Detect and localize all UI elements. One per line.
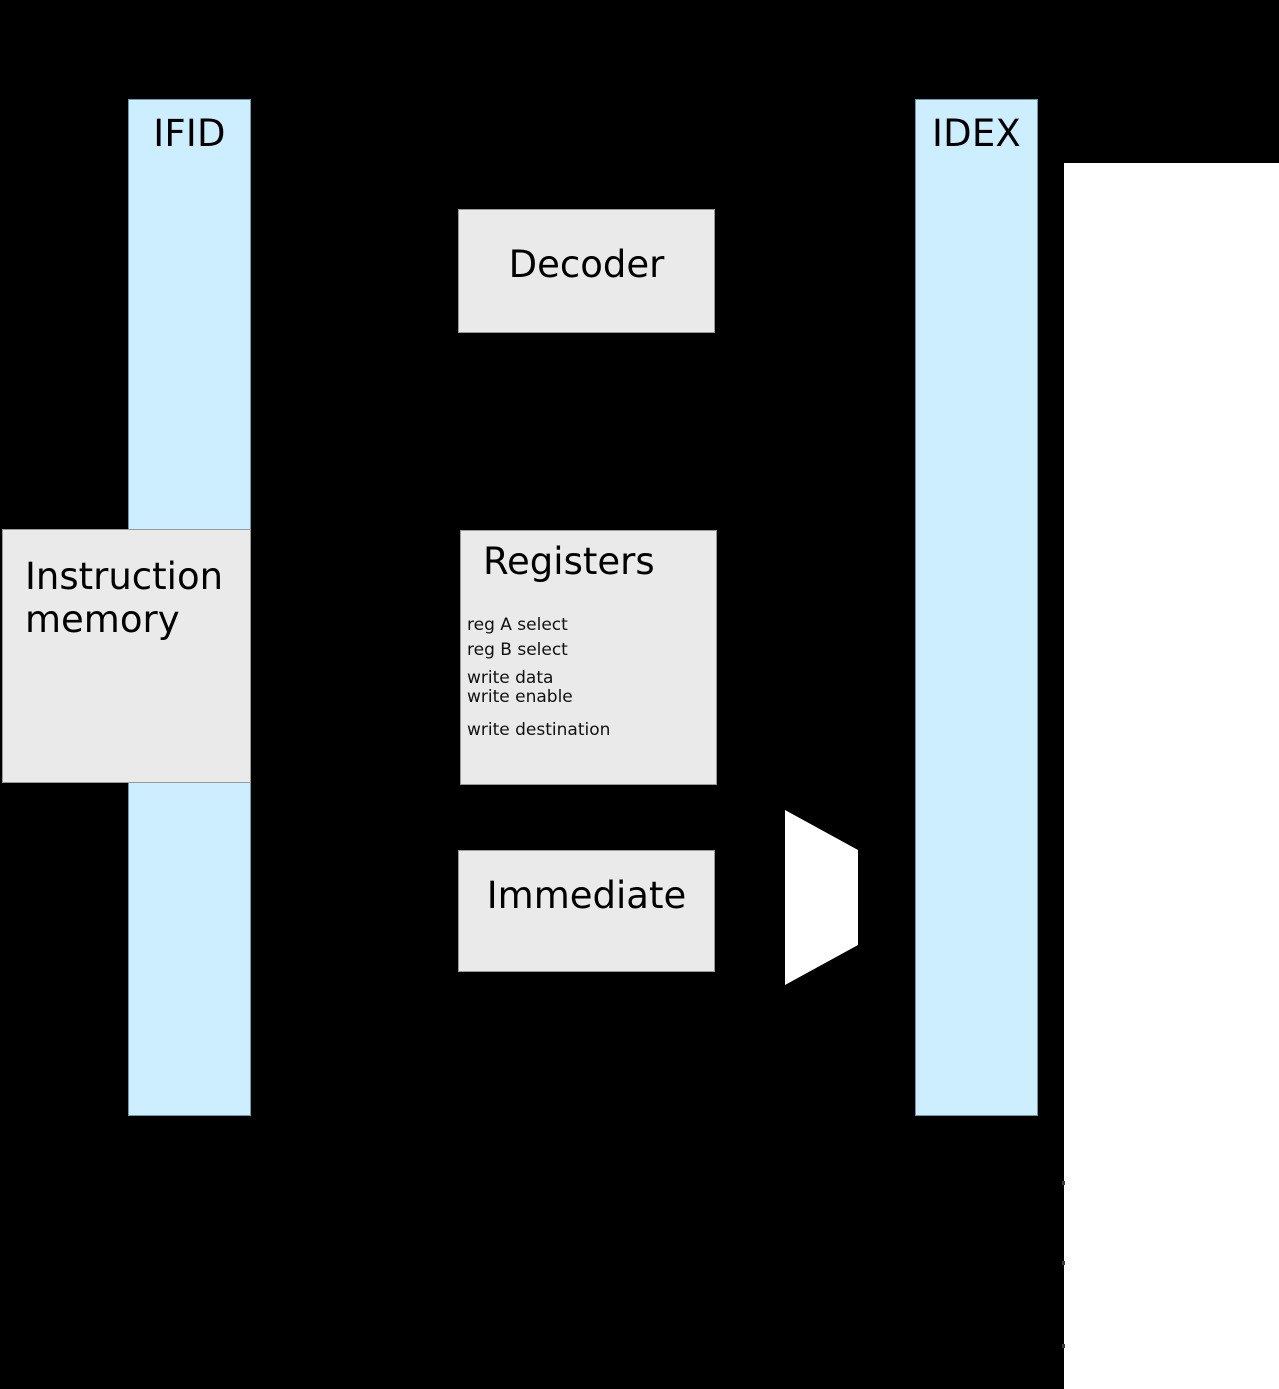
unit-decoder-label: Decoder	[508, 243, 665, 286]
registers-port-write-data: write data	[467, 668, 554, 688]
unit-registers[interactable]: Registers	[460, 530, 717, 785]
panel-edge-tick-1	[1062, 1181, 1065, 1185]
unit-instruction-memory-label: Instruction memory	[25, 555, 224, 641]
registers-port-reg-b-select: reg B select	[467, 640, 568, 660]
pipeline-register-idex[interactable]: IDEX	[915, 99, 1038, 1116]
unit-registers-label: Registers	[483, 540, 655, 583]
unit-immediate[interactable]: Immediate	[458, 850, 715, 972]
multiplexer-shape	[785, 810, 858, 985]
registers-port-reg-a-select: reg A select	[467, 615, 568, 635]
unit-decoder[interactable]: Decoder	[458, 209, 715, 333]
multiplexer[interactable]	[785, 810, 858, 985]
right-white-panel	[1064, 163, 1279, 1389]
pipeline-register-idex-label: IDEX	[932, 112, 1021, 155]
panel-edge-tick-2	[1062, 1261, 1065, 1265]
registers-port-write-enable: write enable	[467, 687, 573, 707]
panel-edge-tick-3	[1062, 1344, 1065, 1348]
pipeline-register-ifid-label: IFID	[153, 112, 226, 155]
unit-immediate-label: Immediate	[486, 874, 687, 917]
registers-port-write-destination: write destination	[467, 720, 611, 740]
unit-instruction-memory[interactable]: Instruction memory	[2, 529, 251, 783]
